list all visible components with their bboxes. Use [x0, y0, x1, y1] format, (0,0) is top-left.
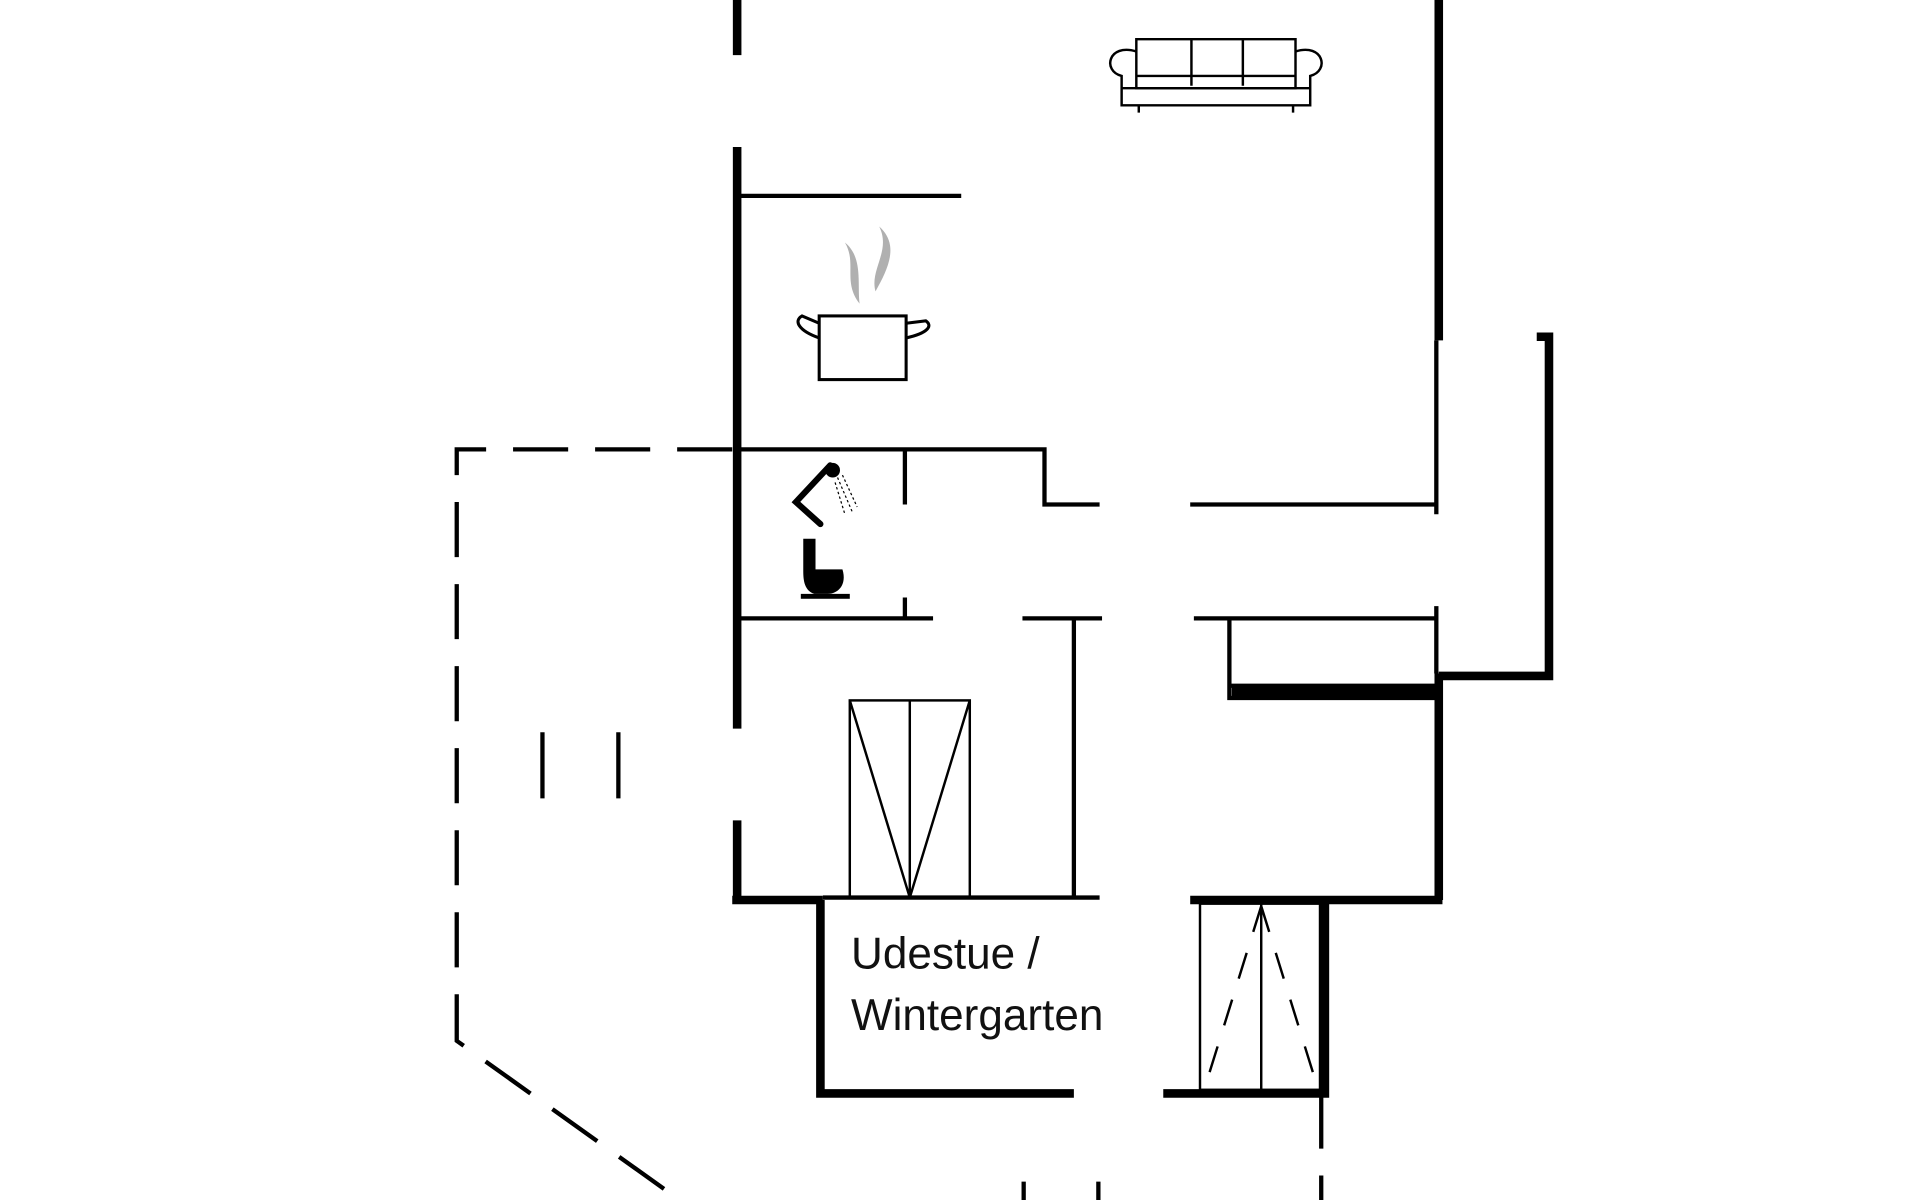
walls: [454, 0, 1554, 1200]
wardrobe-icon: [848, 699, 972, 899]
toilet-icon: [800, 538, 850, 599]
sofa-icon: [1109, 37, 1323, 113]
cooking-pot-icon: [796, 226, 931, 382]
room-label-line1: Udestue /: [851, 930, 1040, 979]
shower-icon: [791, 462, 858, 528]
door-icon[interactable]: [1198, 902, 1322, 1092]
room-label-line2: Wintergarten: [851, 991, 1103, 1040]
